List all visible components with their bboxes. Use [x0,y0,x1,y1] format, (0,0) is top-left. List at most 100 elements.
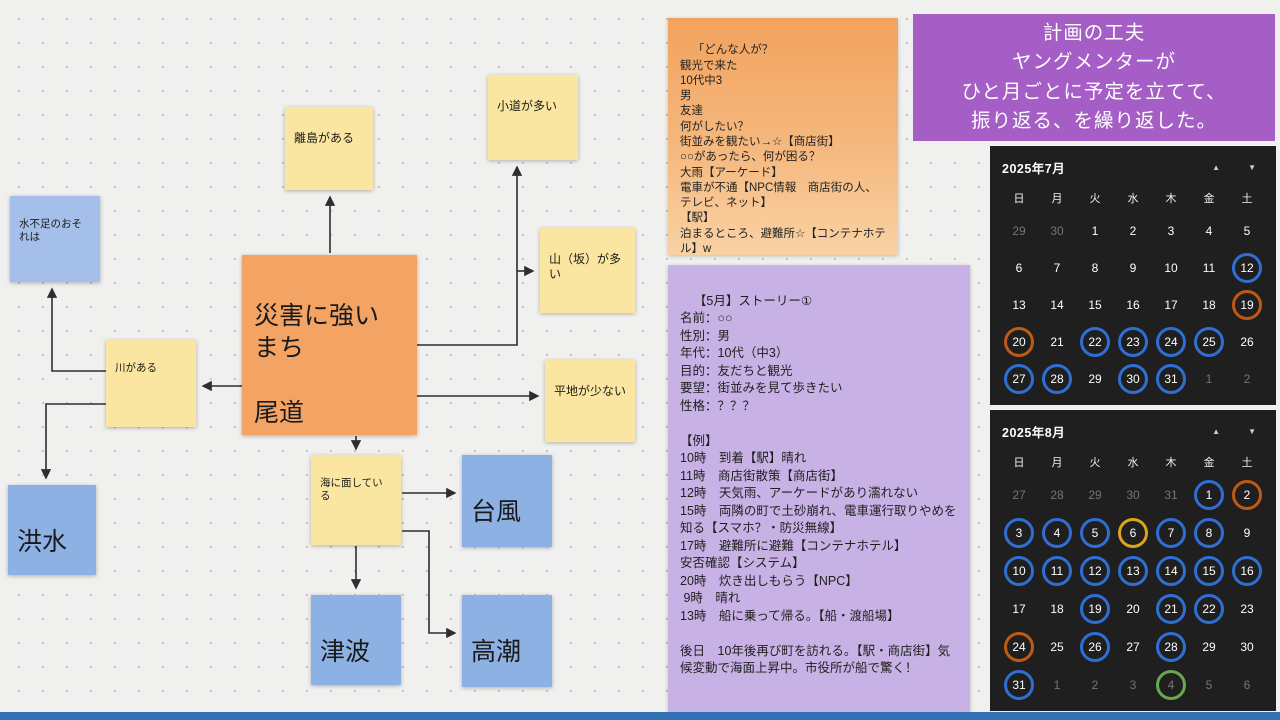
calendar-day: 19 [1228,286,1266,323]
chevron-down-icon: ▼ [1248,162,1256,172]
calendar-day: 16 [1228,552,1266,590]
weekday-label: 月 [1051,193,1063,205]
calendar-day: 11 [1038,552,1076,590]
calendar-day: 10 [1000,552,1038,590]
story-note[interactable]: 【5月】ストーリー① 名前：○○ 性別：男 年代：10代（中3） 目的：友だちと… [668,265,970,712]
note-text: 小道が多い [497,98,558,113]
note-text: 津波 [320,637,371,666]
calendar-day: 4 [1205,223,1213,238]
calendar-day: 6 [1114,514,1152,552]
calendar-day: 8 [1091,260,1099,275]
sticky-note-river[interactable]: 川がある [106,340,196,427]
weekday-label: 木 [1165,457,1177,469]
calendar-day: 4 [1152,666,1190,704]
calendar-day: 29 [1088,371,1102,386]
calendar-day: 1 [1053,678,1061,692]
calendar-day: 7 [1053,260,1061,275]
calendar-day: 28 [1050,488,1064,502]
weekday-row: 日月火水木金土 [1000,186,1266,212]
calendar-day: 1 [1091,223,1099,238]
weekday-label: 月 [1051,457,1063,469]
calendar-day: 2 [1091,678,1099,692]
persona-note-text: 「どんな人が？ 観光で来た 10代中3 男 友達 何がしたい？ 街並みを観たい→… [680,44,886,255]
note-text: 山（坂）が多い [549,251,622,282]
note-text: 平地が少ない [554,383,627,398]
sticky-note-water-shortage[interactable]: 水不足のおそれは [10,196,100,282]
plan-banner[interactable]: 計画の工夫 ヤングメンターが ひと月ごとに予定を立てて、 振り返る、を繰り返した… [913,14,1275,141]
note-text: 洪水 [17,527,68,556]
sticky-note-flood[interactable]: 洪水 [8,485,96,575]
calendar-day: 13 [1012,297,1026,312]
calendar-day: 24 [1000,628,1038,666]
calendar-day: 5 [1205,678,1213,692]
calendar-header: 2025年7月 ▲ ▼ [1000,152,1266,182]
calendar-header: 2025年8月 ▲ ▼ [1000,416,1266,446]
weekday-label: 水 [1127,193,1139,205]
calendar-day: 26 [1076,628,1114,666]
calendar-day: 21 [1050,334,1064,349]
calendar-day: 9 [1243,526,1251,540]
weekday-label: 火 [1089,193,1101,205]
sticky-note-typhoon[interactable]: 台風 [462,455,552,547]
calendar-day: 28 [1038,360,1076,397]
sticky-note-center-theme[interactable]: 災害に強い まち 尾道 [242,255,417,435]
calendar-nav: ▲ ▼ [1212,427,1264,436]
note-text: 水不足のおそれは [19,217,82,244]
calendar-day: 9 [1129,260,1137,275]
sticky-note-storm-surge[interactable]: 高潮 [462,595,552,687]
calendar-title: 2025年7月 [1002,161,1066,176]
calendar-day: 11 [1202,260,1216,275]
calendar-day: 14 [1152,552,1190,590]
bottom-bar [0,712,1280,720]
sticky-note-mountains[interactable]: 山（坂）が多い [540,228,635,313]
calendar-day: 19 [1076,590,1114,628]
calendar-day: 17 [1164,297,1178,312]
calendar-day: 27 [1000,360,1038,397]
weekday-label: 日 [1013,193,1025,205]
calendar-day: 3 [1129,678,1137,692]
sticky-note-faces-sea[interactable]: 海に面している [311,455,401,545]
calendar-day: 5 [1243,223,1251,238]
calendar-day: 3 [1000,514,1038,552]
calendar-day: 18 [1202,297,1216,312]
note-text: 海に面している [320,476,383,503]
weekday-label: 金 [1203,457,1215,469]
calendar-day: 20 [1000,323,1038,360]
calendar-day: 6 [1015,260,1023,275]
sticky-note-little-flat-land[interactable]: 平地が少ない [545,360,635,442]
weekday-row: 日月火水木金土 [1000,450,1266,476]
note-text: 川がある [115,361,157,374]
weekday-label: 火 [1089,457,1101,469]
calendar-day: 27 [1012,488,1026,502]
calendar-day: 18 [1050,602,1064,616]
calendar-day: 2 [1129,223,1137,238]
weekday-label: 金 [1203,193,1215,205]
weekday-label: 土 [1241,457,1253,469]
calendar-day: 7 [1152,514,1190,552]
calendar-day: 30 [1114,360,1152,397]
calendar-day: 3 [1167,223,1175,238]
note-text: 台風 [471,497,522,526]
persona-note[interactable]: 「どんな人が？ 観光で来た 10代中3 男 友達 何がしたい？ 街並みを観たい→… [668,18,898,255]
weekday-label: 木 [1165,193,1177,205]
calendar-day: 31 [1000,666,1038,704]
note-text: 災害に強い まち 尾道 [254,301,380,428]
chevron-up-icon: ▲ [1212,426,1221,436]
calendar-day: 22 [1190,590,1228,628]
calendar-day: 26 [1240,334,1254,349]
note-text: 離島がある [294,130,355,145]
calendar-day: 30 [1240,640,1254,654]
chevron-down-icon: ▼ [1248,426,1256,436]
sticky-note-small-paths[interactable]: 小道が多い [488,75,578,160]
sticky-note-remote-islands[interactable]: 離島がある [285,107,373,190]
calendar-day: 2 [1243,371,1251,386]
sticky-note-tsunami[interactable]: 津波 [311,595,401,685]
calendar-day: 31 [1152,360,1190,397]
calendar-day: 12 [1228,249,1266,286]
calendar-day: 13 [1114,552,1152,590]
